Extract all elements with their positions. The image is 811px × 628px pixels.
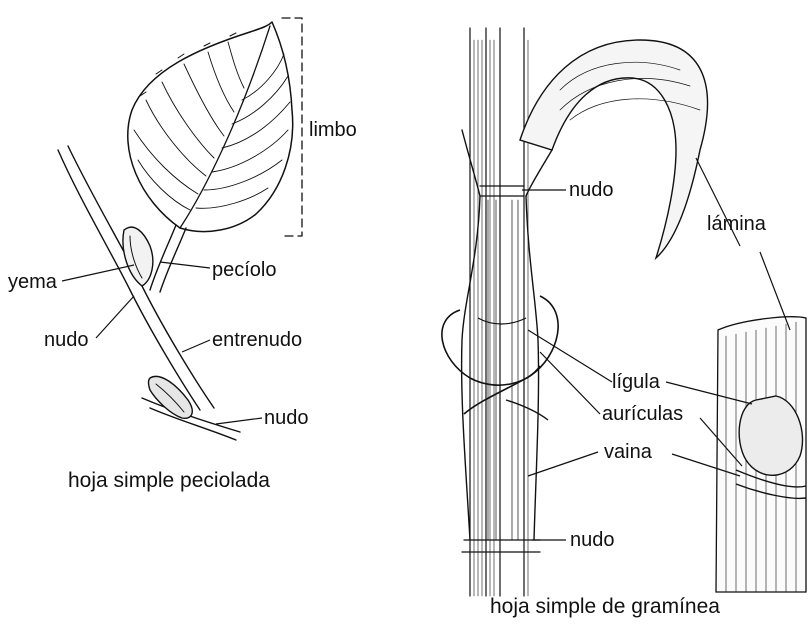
caption-right: hoja simple de gramínea	[490, 595, 720, 618]
label-nudo-right-top: nudo	[569, 179, 614, 201]
label-yema: yema	[8, 271, 58, 293]
entrenudo-leader	[182, 340, 210, 352]
vaina-leader-a	[528, 452, 598, 476]
grass-stem-area	[462, 28, 532, 598]
upper-bud	[123, 227, 153, 286]
left-stem-outline-a	[58, 150, 200, 410]
label-nudo-right-bottom: nudo	[570, 529, 615, 551]
detail-ligula	[739, 396, 802, 475]
caption-left: hoja simple peciolada	[68, 469, 270, 492]
label-auriculas: aurículas	[602, 403, 683, 425]
grass-blade	[520, 40, 708, 258]
label-nudo-left-bottom: nudo	[264, 407, 309, 429]
label-lamina: lámina	[707, 213, 767, 235]
leaf-midrib	[180, 26, 270, 228]
leaf-lateral-veins	[134, 42, 290, 210]
petiole-outline-a	[150, 225, 176, 290]
lower-branch-b	[150, 408, 236, 440]
leaf-blade	[128, 22, 293, 232]
nudo-top-leader	[96, 296, 134, 338]
yema-leader	[62, 265, 134, 281]
right-figure: nudo lámina lígula aurículas vaina nudo …	[442, 28, 806, 618]
auriculas-leader-a	[540, 352, 600, 414]
nudo-bottom-leader	[216, 418, 262, 424]
label-ligula: lígula	[612, 371, 661, 393]
petiole-outline-b	[160, 228, 186, 292]
ligula-leader-a	[528, 330, 612, 382]
label-vaina: vaina	[604, 441, 653, 463]
label-peciolo: pecíolo	[212, 259, 277, 281]
label-entrenudo: entrenudo	[212, 329, 302, 351]
peciolo-leader	[160, 262, 210, 268]
left-figure: limbo yema pecíolo nudo entrenudo nudo h…	[8, 18, 357, 492]
label-limbo: limbo	[309, 119, 357, 141]
label-nudo-left-top: nudo	[44, 329, 89, 351]
